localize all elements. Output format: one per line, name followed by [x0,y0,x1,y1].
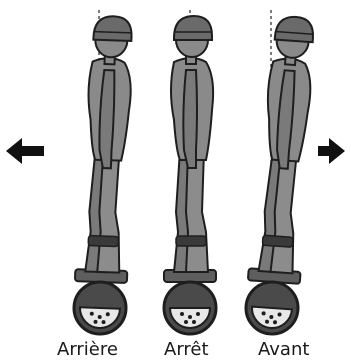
rider-forward [244,10,318,336]
label-stop: Arrêt [164,339,209,360]
arrow-left-icon [6,138,44,164]
label-backward: Arrière [57,339,118,360]
arrow-right-icon [318,138,345,164]
rider-upright [164,10,216,334]
label-forward: Avant [258,339,309,360]
rider-backward [73,10,136,335]
